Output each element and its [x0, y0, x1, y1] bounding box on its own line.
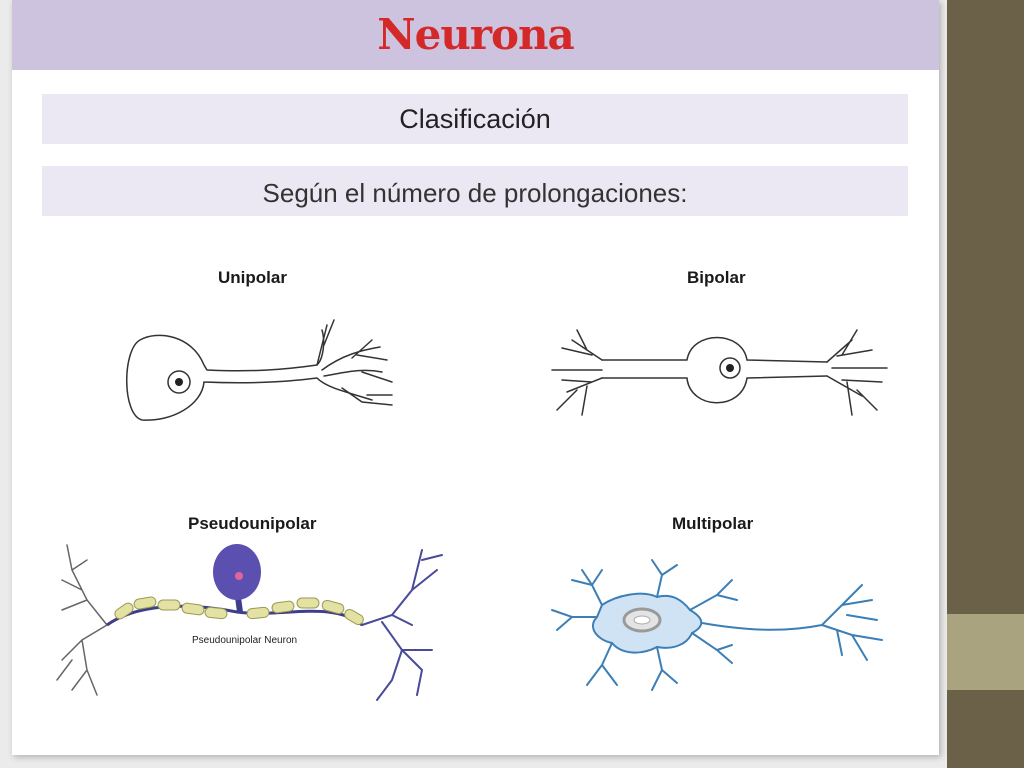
multipolar-processes: [551, 559, 883, 691]
subtitle: Clasificación: [399, 104, 551, 134]
label-unipolar: Unipolar: [218, 268, 287, 287]
section-box: Según el número de prolongaciones:: [42, 166, 908, 216]
bipolar-left-dendrites: [551, 329, 603, 416]
pseudo-left-branches: [56, 544, 108, 696]
pseudo-myelin-sheaths: [114, 596, 364, 625]
bipolar-neuron-diagram: [551, 329, 888, 416]
unipolar-cell-body: [126, 329, 373, 421]
multipolar-nucleus: [633, 615, 651, 625]
unipolar-nucleus: [175, 378, 183, 386]
slide: Neurona Clasificación Según el número de…: [12, 0, 939, 755]
right-decor-accent: [947, 614, 1024, 690]
bipolar-nucleus-ring: [719, 357, 741, 379]
bipolar-cell-body: [601, 336, 828, 404]
label-pseudounipolar: Pseudounipolar: [188, 514, 317, 533]
unipolar-neuron-diagram: [126, 319, 393, 421]
pseudo-inner-label: Pseudounipolar Neuron: [192, 635, 297, 646]
pseudounipolar-neuron-diagram: Pseudounipolar Neuron: [56, 544, 443, 701]
pseudo-right-branches: [361, 549, 443, 701]
subtitle-box: Clasificación: [42, 94, 908, 144]
title-bar: Neurona: [12, 0, 939, 70]
section-heading: Según el número de prolongaciones:: [262, 178, 688, 208]
pseudo-cell-body: [213, 544, 261, 600]
slide-title: Neurona: [377, 10, 575, 59]
bipolar-right-dendrites: [826, 329, 888, 416]
unipolar-dendrites: [316, 319, 393, 406]
label-multipolar: Multipolar: [672, 514, 754, 533]
multipolar-neuron-diagram: [551, 559, 883, 691]
pseudo-nucleus: [235, 572, 243, 580]
bipolar-nucleus: [726, 364, 734, 372]
label-bipolar: Bipolar: [687, 268, 746, 287]
unipolar-nucleus-ring: [167, 370, 191, 394]
